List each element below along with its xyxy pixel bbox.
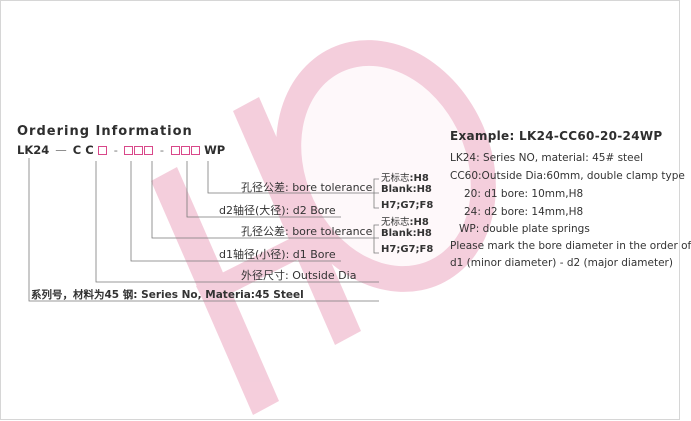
code-box — [98, 146, 108, 155]
tol-options: H7;G7;F8 — [381, 244, 434, 255]
tol-options: H7;G7;F8 — [381, 200, 434, 211]
label-bore-tolerance-2: 孔径公差: bore tolerance — [241, 223, 372, 239]
label-en: : bore tolerance — [285, 181, 373, 194]
code-box — [190, 146, 200, 155]
tol-none: 无标志:H8 — [381, 173, 429, 184]
dash: - — [113, 143, 118, 157]
tol-blank: Blank:H8 — [381, 184, 432, 195]
label-cn: 外径尺寸 — [241, 269, 285, 282]
label-series: 系列号，材料为45 钢: Series No, Materia:45 Steel — [31, 287, 304, 302]
label-en: : Outside Dia — [285, 269, 357, 282]
label-d2-bore: d2轴径(大径): d2 Bore — [219, 202, 336, 218]
example-line: Please mark the bore diameter in the ord… — [450, 240, 691, 252]
code-box — [134, 146, 144, 155]
tolerance-group-1: 无标志:H8 Blank:H8 H7;G7;F8 — [381, 173, 433, 211]
label-cn: d2轴径(大径) — [219, 204, 286, 217]
example-title: Example: LK24-CC60-20-24WP — [450, 129, 663, 143]
example-line: 20: d1 bore: 10mm,H8 — [464, 188, 584, 200]
code-type: C C — [72, 143, 94, 157]
label-cn: 孔径公差 — [241, 225, 285, 238]
code-box — [144, 146, 154, 155]
label-cn: d1轴径(小径) — [219, 248, 286, 261]
code-suffix: WP — [204, 143, 226, 157]
code-prefix: LK24 — [17, 143, 50, 157]
example-line: WP: double plate springs — [459, 223, 590, 235]
example-line: 24: d2 bore: 14mm,H8 — [464, 206, 584, 218]
tolerance-group-2: 无标志:H8 Blank:H8 H7;G7;F8 — [381, 217, 433, 255]
example-line: LK24: Series NO, material: 45# steel — [450, 152, 644, 164]
label-outside-dia: 外径尺寸: Outside Dia — [241, 267, 356, 283]
dash: — — [55, 143, 67, 157]
tol-none: 无标志:H8 — [381, 217, 429, 228]
label-cn: 孔径公差 — [241, 181, 285, 194]
label-cn: 系列号，材料为45 钢 — [31, 289, 134, 301]
label-en: : d2 Bore — [285, 204, 336, 217]
code-box — [180, 146, 190, 155]
label-en: : bore tolerance — [285, 225, 373, 238]
label-bore-tolerance-1: 孔径公差: bore tolerance — [241, 179, 372, 195]
code-box — [124, 146, 134, 155]
example-line: CC60:Outside Dia:60mm, double clamp type — [450, 170, 685, 182]
page-title: Ordering Information — [17, 124, 193, 139]
example-line: d1 (minor diameter) - d2 (major diameter… — [450, 257, 673, 269]
label-en: : Series No, Materia:45 Steel — [133, 289, 304, 301]
code-box — [170, 146, 180, 155]
label-d1-bore: d1轴径(小径): d1 Bore — [219, 246, 336, 262]
label-en: : d1 Bore — [285, 248, 336, 261]
ordering-code: LK24 — C C - - WP — [17, 143, 225, 157]
tol-blank: Blank:H8 — [381, 228, 432, 239]
dash: - — [159, 143, 165, 157]
